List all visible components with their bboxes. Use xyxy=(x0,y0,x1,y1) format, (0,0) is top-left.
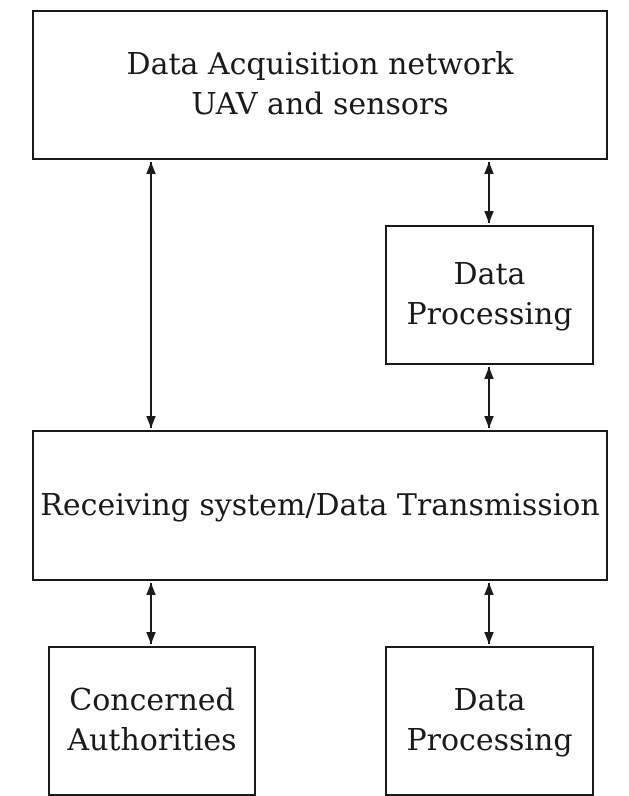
data-processing-top-line1: Data xyxy=(453,257,526,292)
data-processing-bottom-line1: Data xyxy=(453,683,526,718)
data-processing-top-line2: Processing xyxy=(406,297,573,332)
data-acquisition-subtitle: UAV and sensors xyxy=(191,87,449,122)
data-acquisition-box: Data Acquisition network UAV and sensors xyxy=(32,10,608,160)
concerned-authorities-line1: Concerned xyxy=(69,683,235,718)
receiving-system-label: Receiving system/Data Transmission xyxy=(40,487,600,523)
concerned-authorities-box: Concerned Authorities xyxy=(48,646,256,796)
data-acquisition-title: Data Acquisition network xyxy=(126,47,514,82)
data-processing-bottom-box: Data Processing xyxy=(385,646,594,796)
data-processing-top-box: Data Processing xyxy=(385,225,594,365)
receiving-system-box: Receiving system/Data Transmission xyxy=(32,430,608,581)
data-processing-bottom-line2: Processing xyxy=(406,723,573,758)
concerned-authorities-line2: Authorities xyxy=(67,723,237,758)
